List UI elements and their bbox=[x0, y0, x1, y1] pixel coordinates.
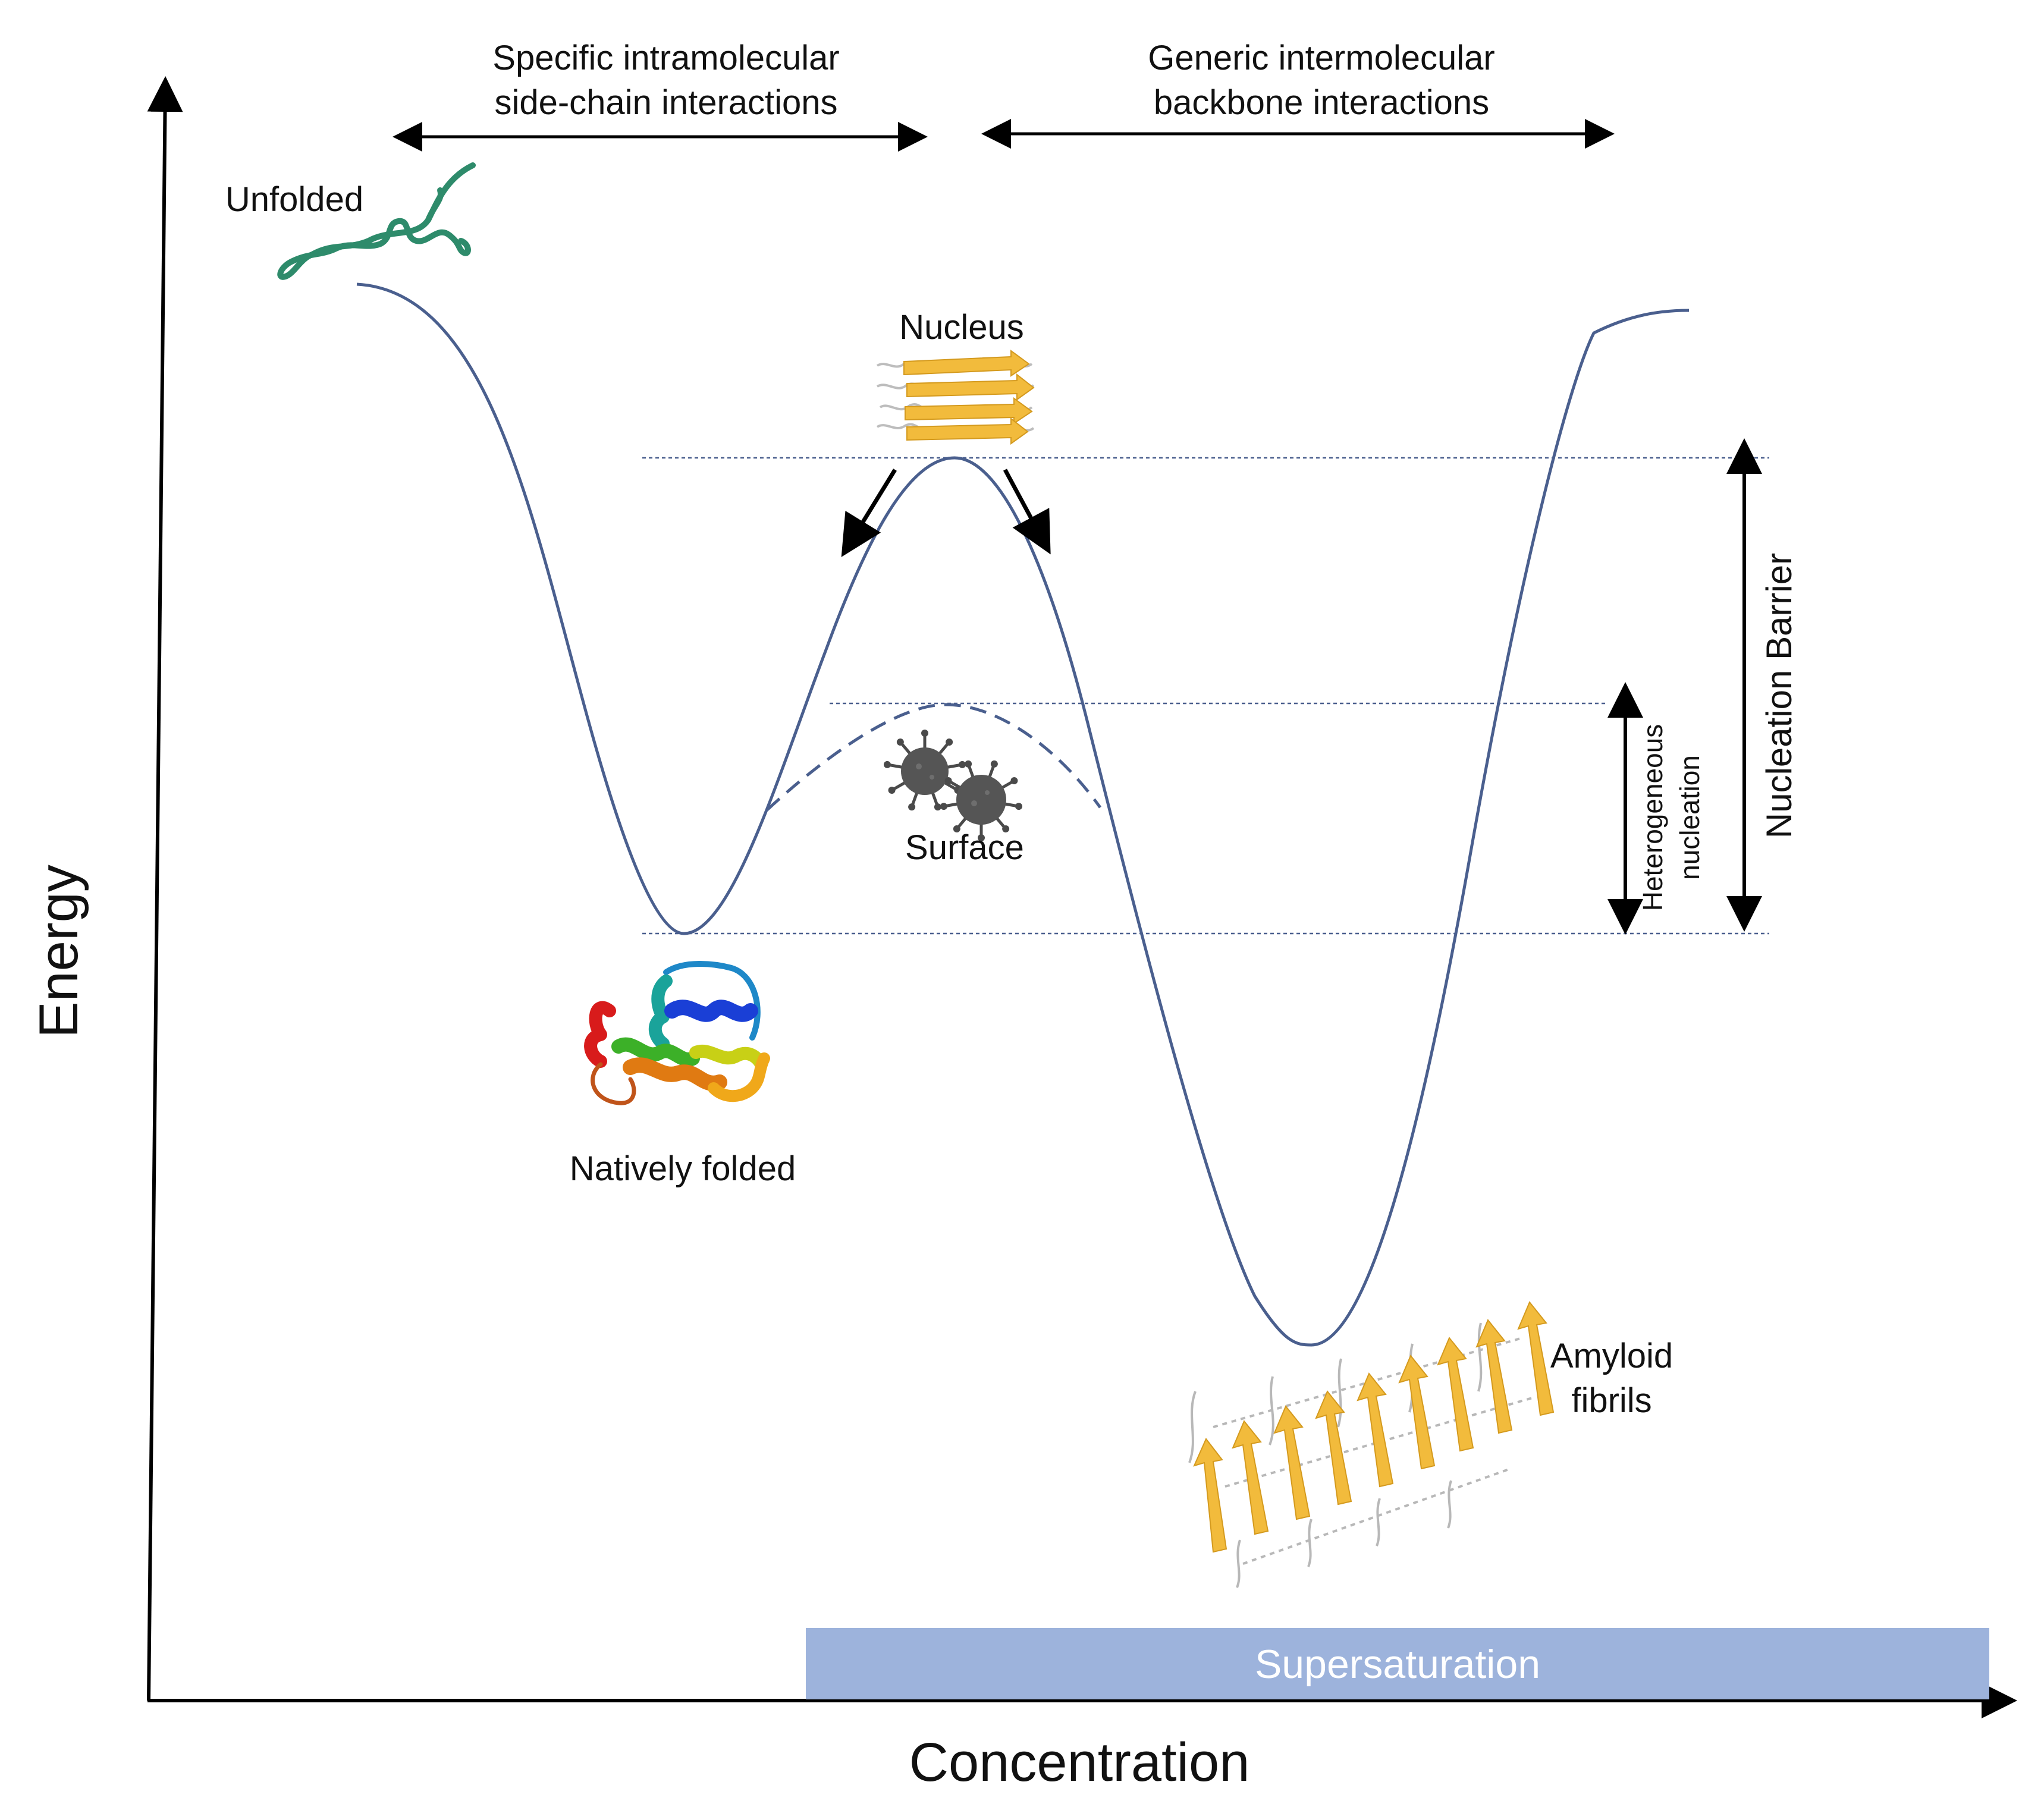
heterogeneous-label-line1: Heterogeneous bbox=[1637, 724, 1668, 912]
amyloid-label-line2: fibrils bbox=[1571, 1381, 1651, 1420]
intermolecular-label-line2: backbone interactions bbox=[1154, 83, 1489, 122]
nucleus-right-arrow bbox=[1003, 469, 1051, 555]
intramolecular-label-line2: side-chain interactions bbox=[494, 83, 837, 122]
nucleus-structure-illustration bbox=[876, 350, 1035, 445]
surface-particle-2 bbox=[940, 759, 1023, 841]
amyloid-label-line1: Amyloid bbox=[1550, 1337, 1673, 1375]
energy-landscape-curve bbox=[356, 282, 1690, 1347]
supersaturation-label: Supersaturation bbox=[1255, 1642, 1540, 1687]
nucleus-left-arrow bbox=[841, 469, 897, 557]
unfolded-chain-illustration bbox=[277, 162, 476, 280]
y-axis-label: Energy bbox=[29, 865, 89, 1038]
heterogeneous-label-line2: nucleation bbox=[1674, 755, 1705, 880]
x-axis-label: Concentration bbox=[909, 1732, 1250, 1793]
nucleation-barrier-label: Nucleation Barrier bbox=[1759, 553, 1799, 838]
amyloid-fibril-illustration bbox=[1188, 1301, 1555, 1588]
heterogeneous-nucleation-curve bbox=[766, 703, 1102, 811]
intramolecular-label-line1: Specific intramolecular bbox=[492, 39, 839, 77]
unfolded-label: Unfolded bbox=[225, 180, 363, 219]
intermolecular-label-line1: Generic intermolecular bbox=[1148, 39, 1494, 77]
native-label: Natively folded bbox=[570, 1149, 796, 1188]
y-axis bbox=[147, 76, 183, 1701]
supersaturation-bar bbox=[806, 1628, 1989, 1699]
surface-label: Surface bbox=[905, 828, 1024, 867]
native-protein-illustration bbox=[584, 961, 770, 1105]
nucleus-label: Nucleus bbox=[899, 308, 1024, 347]
surface-particle-1 bbox=[883, 730, 966, 812]
